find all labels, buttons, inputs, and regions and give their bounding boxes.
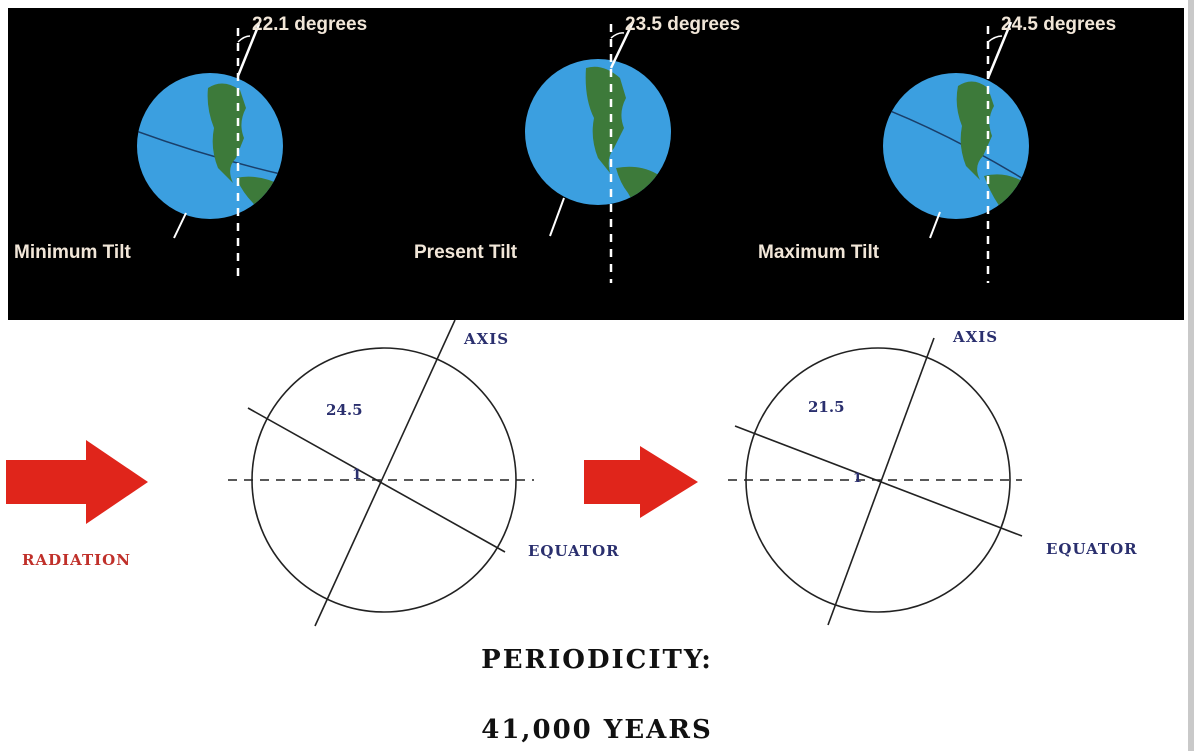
globe-maximum-tilt xyxy=(883,21,1029,283)
tilt-label-present: Present Tilt xyxy=(414,242,518,263)
svg-text:1: 1 xyxy=(352,467,362,483)
degrees-label-maximum: 24.5 degrees xyxy=(1001,14,1116,35)
radiation-arrow-icon xyxy=(6,440,148,524)
equator-label-1: EQUATOR xyxy=(528,542,620,560)
tilt-label-maximum: Maximum Tilt xyxy=(758,242,880,263)
globe-minimum-tilt xyxy=(137,23,283,283)
axis-label-2: AXIS xyxy=(952,328,998,346)
page-edge xyxy=(1188,0,1194,751)
tilt-diagram-1: 1 xyxy=(228,320,534,627)
degrees-label-minimum: 22.1 degrees xyxy=(252,14,367,35)
svg-text:1: 1 xyxy=(853,471,862,486)
tilt-diagram-2: 1 xyxy=(728,337,1023,626)
earth-tilt-illustration: 22.1 degrees 23.5 degrees 24.5 degrees M… xyxy=(14,14,1116,283)
obliquity-diagrams: RADIATION 1 24.5 AXIS EQUATOR 1 21.5 AXI… xyxy=(6,320,1138,627)
radiation-arrow-2-icon xyxy=(584,446,698,518)
obliquity-diagram-panel: RADIATION 1 24.5 AXIS EQUATOR 1 21.5 AXI… xyxy=(0,320,1194,751)
axis-label-1: AXIS xyxy=(463,330,509,348)
periodicity-value: 41,000 YEARS xyxy=(481,715,713,745)
earth-tilt-panel: 22.1 degrees 23.5 degrees 24.5 degrees M… xyxy=(8,8,1184,320)
periodicity-heading: PERIODICITY: xyxy=(481,645,713,675)
tilt-label-minimum: Minimum Tilt xyxy=(14,242,131,263)
equator-label-2: EQUATOR xyxy=(1046,540,1138,558)
angle-label-2: 21.5 xyxy=(808,398,845,416)
radiation-label: RADIATION xyxy=(22,551,131,569)
angle-label-1: 24.5 xyxy=(326,401,363,419)
degrees-label-present: 23.5 degrees xyxy=(625,14,740,35)
globe-present-tilt xyxy=(525,21,671,283)
